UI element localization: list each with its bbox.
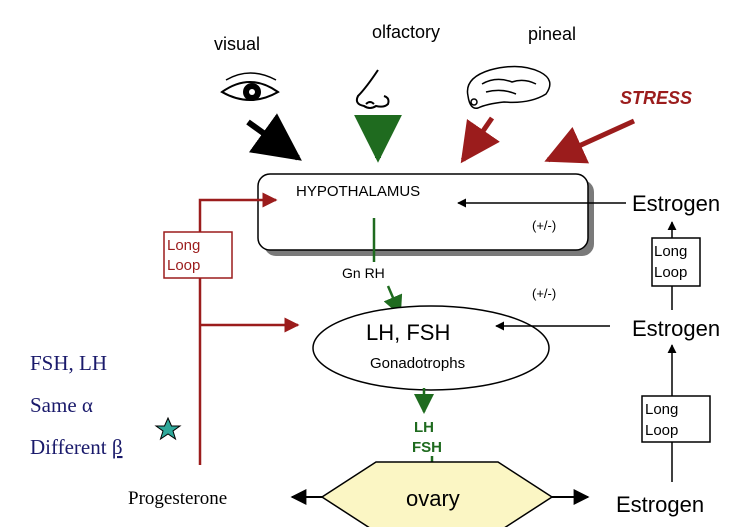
right-lower-long-loop-line2: Loop [645, 422, 678, 439]
star-icon [154, 416, 182, 441]
right-upper-long-loop-line2: Loop [654, 264, 687, 281]
progesterone-long-loop-line [198, 192, 278, 465]
right-lower-long-loop-box [641, 395, 711, 443]
lh-label: LH [414, 419, 434, 436]
progesterone-label: Progesterone [128, 488, 227, 509]
note-line-1: FSH, LH [30, 351, 107, 375]
pituitary-label: LH, FSH [366, 320, 450, 345]
note-line-3: Different β [30, 435, 123, 459]
right-upper-long-loop-line1: Long [654, 243, 687, 260]
pineal-brain-icon [466, 65, 551, 109]
estrogen-bottom-label: Estrogen [616, 492, 704, 517]
hypothalamus-label: HYPOTHALAMUS [296, 183, 420, 200]
pituitary-ellipse [312, 305, 550, 391]
fsh-label: FSH [412, 439, 442, 456]
gonadotrophs-label: Gonadotrophs [370, 355, 465, 372]
stress-arrow [544, 118, 636, 164]
left-long-loop-box [163, 231, 233, 279]
eye-icon [220, 72, 280, 101]
left-long-loop-line1: Long [167, 237, 200, 254]
hypothalamus-feedback-label: (+/-) [532, 218, 556, 233]
pineal-label: pineal [528, 24, 576, 44]
pituitary-feedback-label: (+/-) [532, 286, 556, 301]
hypothalamus-box [257, 173, 589, 251]
estrogen-top-label: Estrogen [632, 191, 720, 216]
left-long-loop-line2: Loop [167, 257, 200, 274]
olfactory-label: olfactory [372, 22, 440, 42]
visual-label: visual [214, 34, 260, 54]
visual-arrow [246, 113, 302, 161]
note-beta-symbol: β [112, 435, 123, 459]
nose-icon [355, 69, 390, 109]
note-line-2: Same α [30, 393, 93, 417]
stress-label: STRESS [620, 88, 692, 108]
right-upper-long-loop-box [651, 237, 701, 287]
right-lower-long-loop-line1: Long [645, 401, 678, 418]
note-line-3-prefix: Different [30, 435, 112, 459]
estrogen-mid-label: Estrogen [632, 316, 720, 341]
ovary-label: ovary [406, 486, 460, 511]
pineal-arrow [460, 116, 500, 164]
gnrh-label: Gn RH [342, 265, 385, 281]
